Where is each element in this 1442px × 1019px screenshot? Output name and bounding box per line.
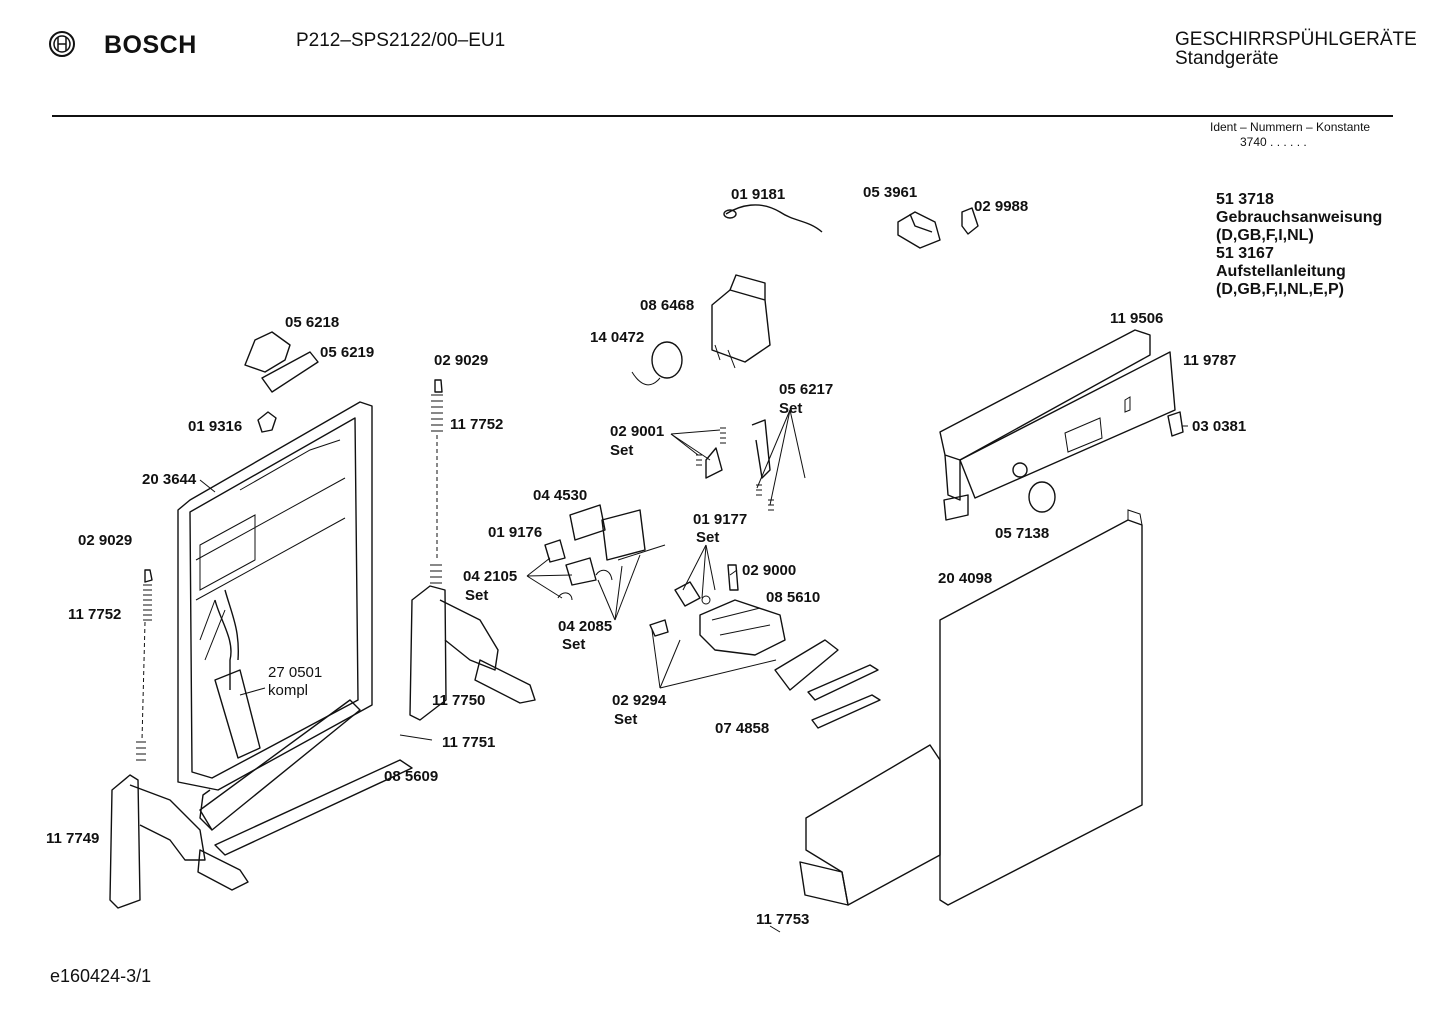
part-label-029001-set: Set [610, 442, 634, 459]
dispenser-parts [544, 504, 739, 607]
kick-plate [799, 744, 941, 906]
part-label-086468: 08 6468 [640, 297, 695, 314]
gasket-frame [774, 639, 881, 729]
bracket-053961 [897, 211, 941, 249]
cable-harness [214, 589, 261, 759]
ident-label: Ident – Nummern – Konstante [1210, 120, 1371, 134]
part-label-019177: 01 9177 [693, 511, 748, 528]
part-label-042085: 04 2085 [558, 618, 613, 635]
part-label-056218: 05 6218 [285, 314, 340, 331]
document-id: e160424-3/1 [50, 966, 152, 986]
part-label-029029-left: 02 9029 [78, 532, 133, 549]
part-label-117749: 11 7749 [46, 830, 100, 847]
inner-door-frame [177, 401, 373, 791]
part-label-056219: 05 6219 [320, 344, 375, 361]
panel-clip-030381 [1167, 411, 1184, 437]
installation-part-number: 51 3167 [1216, 245, 1274, 262]
part-label-117751: 11 7751 [442, 734, 496, 751]
right-spring-assembly [409, 379, 536, 721]
part-label-029988: 02 9988 [974, 198, 1029, 215]
part-label-019177-set: Set [696, 529, 720, 546]
cable-sensor [723, 204, 823, 233]
part-label-019316: 01 9316 [188, 418, 243, 435]
part-label-053961: 05 3961 [863, 184, 918, 201]
control-panel [939, 329, 1176, 521]
part-label-029001: 02 9001 [610, 423, 665, 440]
part-label-117753: 11 7753 [756, 911, 810, 928]
door-lock-springs [696, 419, 774, 511]
manual-languages: (D,GB,F,I,NL) [1216, 227, 1314, 244]
dispenser-housing [649, 599, 786, 656]
part-label-204098: 20 4098 [938, 570, 993, 587]
part-label-119787: 11 9787 [1183, 352, 1237, 369]
left-hinge-assembly [109, 569, 249, 909]
part-label-057138: 05 7138 [995, 525, 1050, 542]
bosch-logo-icon [48, 30, 76, 58]
top-latch-parts [244, 331, 319, 433]
part-label-042085-set: Set [562, 636, 586, 653]
outer-door-panel [939, 509, 1143, 906]
part-label-042105: 04 2105 [463, 568, 518, 585]
part-label-203644: 20 3644 [142, 471, 197, 488]
part-label-270501-kompl: kompl [268, 682, 309, 699]
manual-part-number: 51 3718 [1216, 191, 1274, 208]
leader-lines [199, 409, 1188, 933]
part-label-030381: 03 0381 [1192, 418, 1247, 435]
header-rule [52, 115, 1393, 117]
part-label-117752-left: 11 7752 [68, 606, 122, 623]
program-knob-057138 [1028, 481, 1056, 513]
brand-name: BOSCH [104, 31, 197, 59]
model-number: P212–SPS2122/00–EU1 [296, 30, 506, 51]
part-label-019176: 01 9176 [488, 524, 543, 541]
part-label-270501: 27 0501 [268, 664, 323, 681]
manual-info: 51 3718 Gebrauchsanweisung (D,GB,F,I,NL)… [1216, 191, 1382, 299]
category-subtitle: Standgeräte [1175, 48, 1279, 69]
part-label-085610: 08 5610 [766, 589, 821, 606]
part-label-056217: 05 6217 [779, 381, 834, 398]
installation-title: Aufstellanleitung [1216, 263, 1346, 280]
part-label-044530: 04 4530 [533, 487, 588, 504]
installation-languages: (D,GB,F,I,NL,E,P) [1216, 281, 1344, 298]
category-title: GESCHIRRSPÜHLGERÄTE [1175, 29, 1417, 50]
part-label-029000: 02 9000 [742, 562, 797, 579]
manual-title: Gebrauchsanweisung [1216, 209, 1383, 226]
part-label-119506: 11 9506 [1110, 310, 1164, 327]
part-label-117750: 11 7750 [432, 692, 486, 709]
part-label-042105-set: Set [465, 587, 489, 604]
part-label-085609: 08 5609 [384, 768, 439, 785]
part-label-140472: 14 0472 [590, 329, 645, 346]
clip-029988 [961, 207, 979, 235]
ident-value: 3740 . . . . . . [1240, 135, 1307, 149]
part-label-074858: 07 4858 [715, 720, 770, 737]
bottom-rails [199, 699, 413, 856]
timer-unit [711, 274, 771, 369]
part-label-029029-right: 02 9029 [434, 352, 489, 369]
timer-knob [631, 341, 683, 386]
part-label-029294: 02 9294 [612, 692, 667, 709]
part-label-117752-right: 11 7752 [450, 416, 504, 433]
part-label-029294-set: Set [614, 711, 638, 728]
part-label-019181: 01 9181 [731, 186, 786, 203]
part-label-056217-set: Set [779, 400, 803, 417]
